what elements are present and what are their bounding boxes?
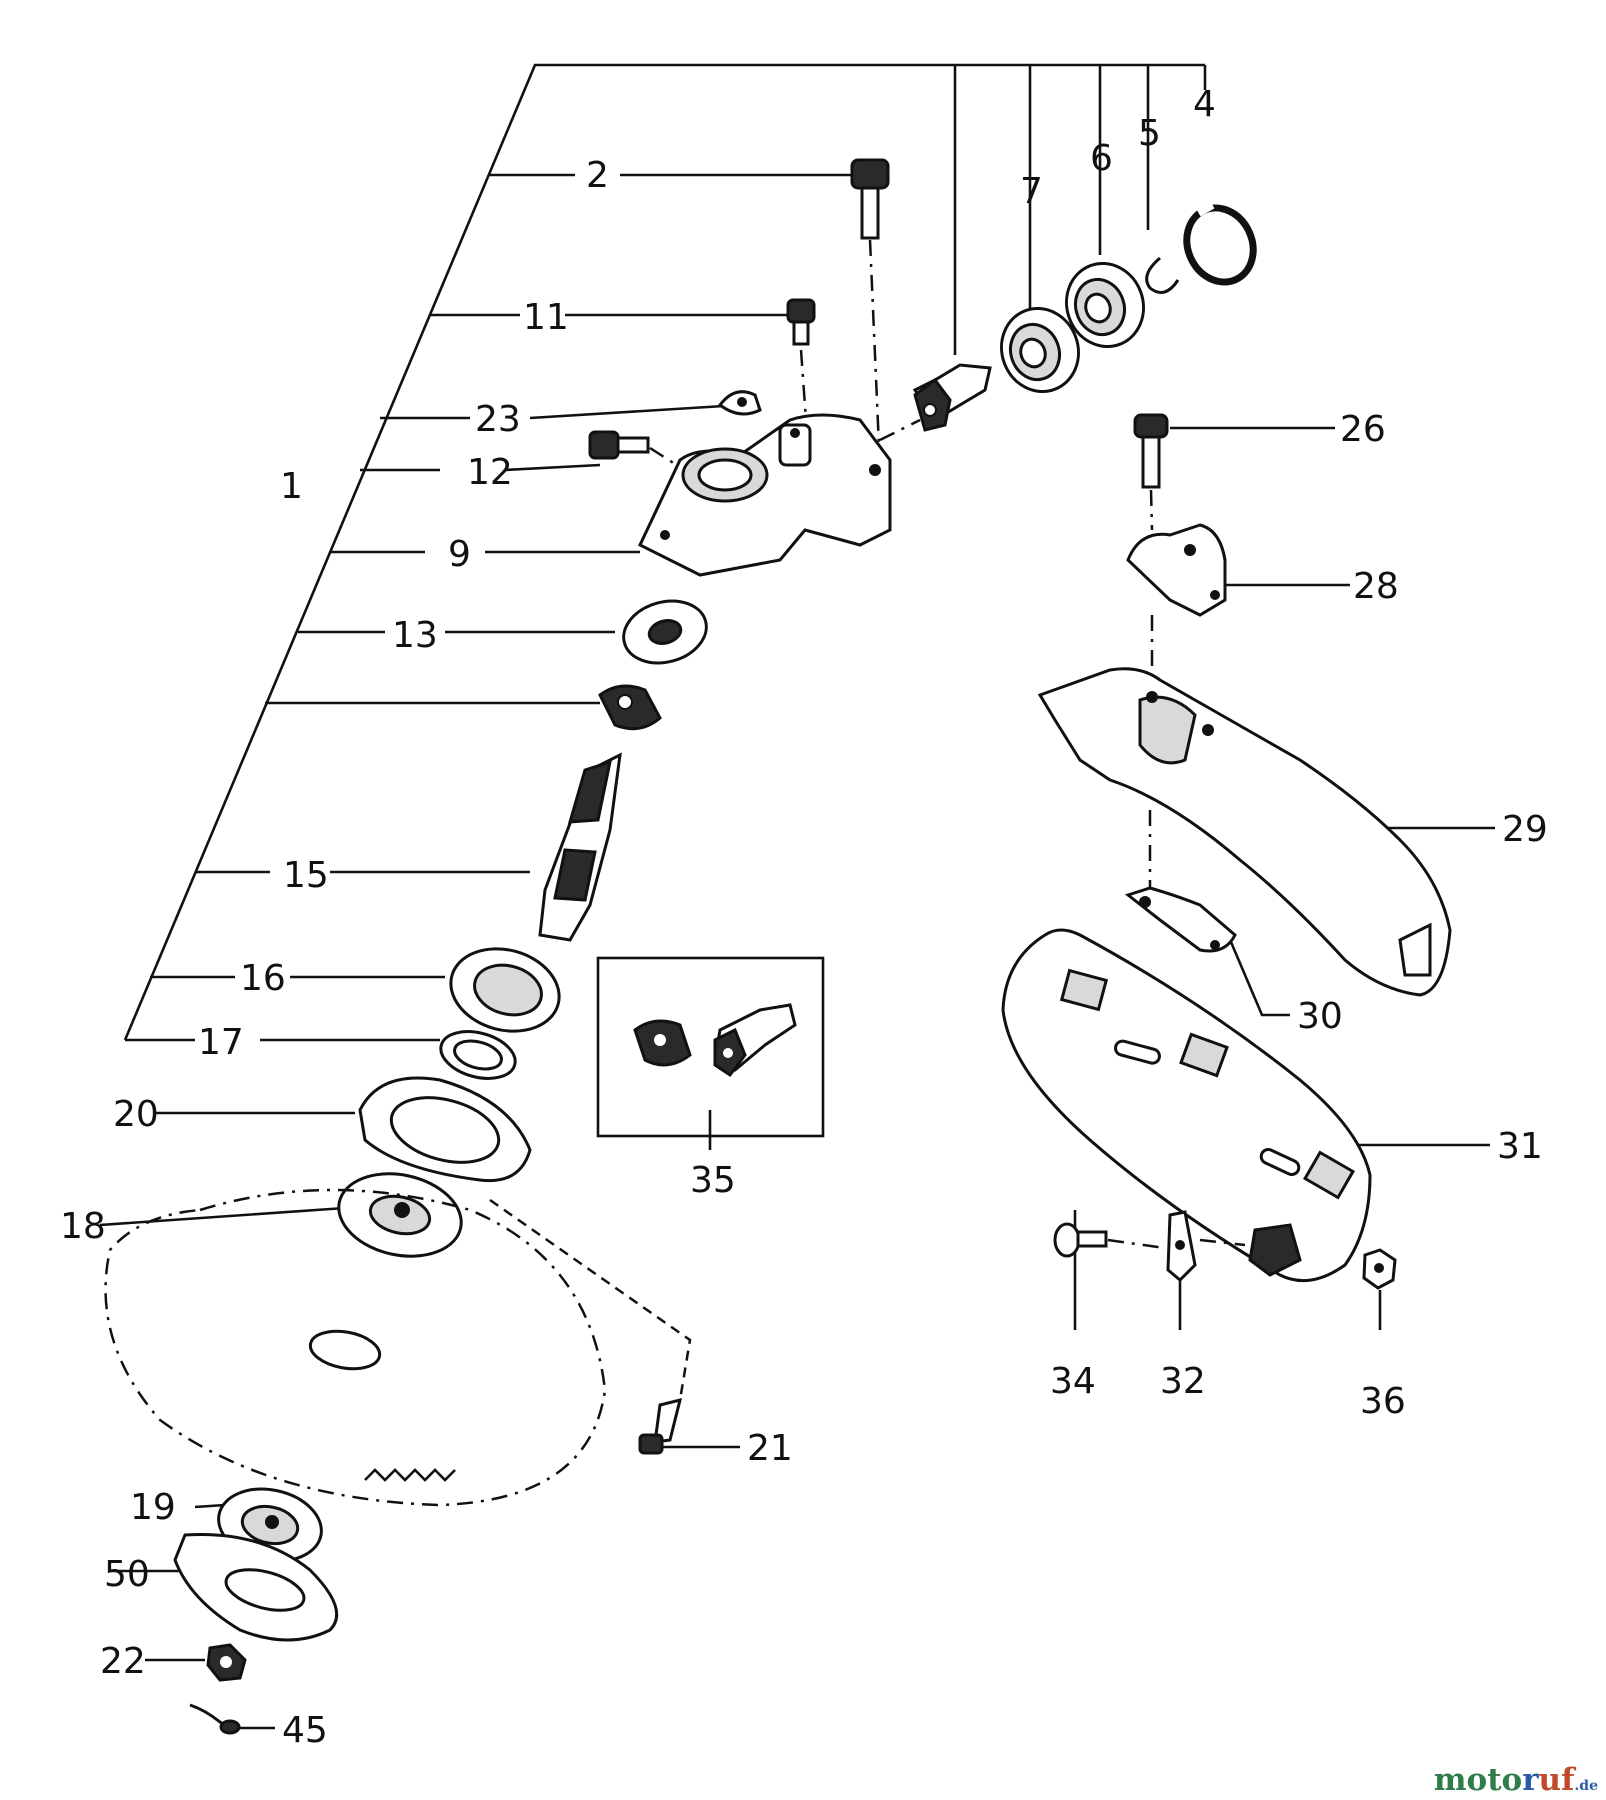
callout-22: 22 [100,1641,146,1682]
watermark-part1: moto [1433,1762,1523,1798]
callout-2: 2 [586,155,609,196]
callout-18: 18 [60,1206,106,1247]
callout-labels: 1 2 4 5 6 7 9 11 12 13 15 16 17 18 19 20… [60,84,1548,1751]
bracket-30-shape [1124,886,1237,953]
screw-11-shape [786,298,816,421]
callout-15: 15 [283,855,329,896]
callout-31: 31 [1497,1126,1543,1167]
callout-35: 35 [690,1160,736,1201]
saw-blade-shape [104,1188,607,1507]
bolt-2-shape [850,158,890,471]
inset-box-35 [596,956,825,1138]
nut-22-shape [206,1643,247,1682]
bearing-13-shape [622,599,708,665]
part-shapes [104,158,1452,1735]
callout-1: 1 [280,466,303,507]
bolt-34-shape [1053,1222,1166,1258]
callout-4: 4 [1193,84,1216,125]
plate-32-shape [1166,1210,1246,1283]
bearing-16-shape [449,947,561,1033]
callout-34: 34 [1050,1361,1096,1402]
callout-36: 36 [1360,1381,1406,1422]
callout-13: 13 [392,615,438,656]
guard-29-shape [1037,667,1452,997]
bracket-28-shape [1126,523,1227,680]
callout-11: 11 [523,297,569,338]
bevel-gear-shape [598,684,662,731]
nut-36-shape [1362,1248,1397,1290]
bolt-21-shape [638,1397,683,1455]
callout-28: 28 [1353,566,1399,607]
callout-26: 26 [1340,409,1386,450]
callout-7: 7 [1020,171,1043,212]
callout-16: 16 [240,958,286,999]
bearing-6-shape [1065,261,1145,349]
plate-20-shape [358,1076,532,1183]
snap-ring-5-shape [1145,256,1180,294]
callout-29: 29 [1502,809,1548,850]
pinion-gear-upper-shape [912,363,992,432]
watermark-logo: motoruf.de [1434,1762,1598,1798]
callout-21: 21 [747,1428,793,1469]
guard-cover-31-shape [1001,928,1372,1283]
callout-30: 30 [1297,996,1343,1037]
clip-23-shape [717,390,762,416]
washer-17-shape [439,1030,517,1080]
gear-housing-9-shape [638,413,921,577]
bearing-7-shape [1000,306,1080,394]
callout-9: 9 [448,534,471,575]
callout-5: 5 [1138,113,1161,154]
bolt-26-shape [1133,413,1169,531]
callout-50: 50 [104,1554,150,1595]
holder-50-shape [173,1532,339,1642]
callout-23: 23 [475,399,521,440]
callout-32: 32 [1160,1361,1206,1402]
watermark-part2: r [1522,1762,1539,1798]
watermark-part3: uf [1538,1762,1575,1798]
callout-12: 12 [467,452,513,493]
callout-17: 17 [198,1022,244,1063]
callout-19: 19 [130,1487,176,1528]
shaft-15-shape [538,752,622,942]
pin-45-shape [189,1703,241,1735]
callout-20: 20 [113,1094,159,1135]
callout-6: 6 [1090,138,1113,179]
receiver-18-shape [337,1172,463,1258]
circlip-4-shape [1183,199,1257,286]
callout-45: 45 [282,1710,328,1751]
watermark-part4: .de [1574,1778,1598,1794]
